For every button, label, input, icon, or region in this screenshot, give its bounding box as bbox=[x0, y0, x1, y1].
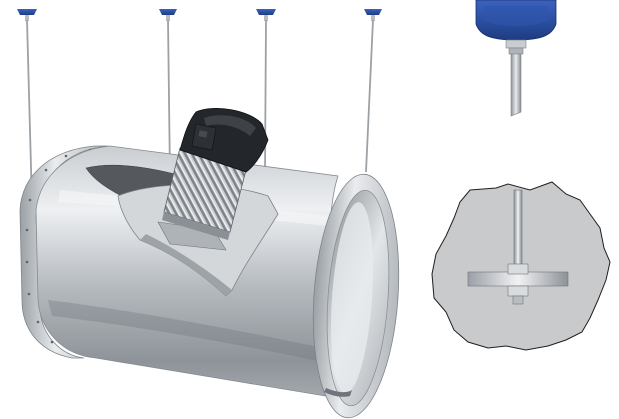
hex-nut-icon bbox=[505, 39, 527, 49]
detail-hanger-closeup bbox=[475, 0, 557, 117]
electric-motor bbox=[157, 108, 269, 251]
detail-anchor-closeup bbox=[431, 181, 611, 351]
threaded-rod-icon bbox=[510, 53, 522, 117]
threaded-rod-icon bbox=[365, 19, 374, 173]
ceiling-hanger-icon bbox=[159, 9, 177, 179]
duct-fan bbox=[19, 145, 400, 419]
ceiling-hanger-icon bbox=[364, 9, 382, 173]
hex-nut-icon bbox=[507, 285, 529, 297]
threaded-rod-icon bbox=[167, 19, 171, 179]
hex-nut-icon bbox=[507, 263, 529, 275]
flange-bolt-holes bbox=[25, 148, 92, 344]
